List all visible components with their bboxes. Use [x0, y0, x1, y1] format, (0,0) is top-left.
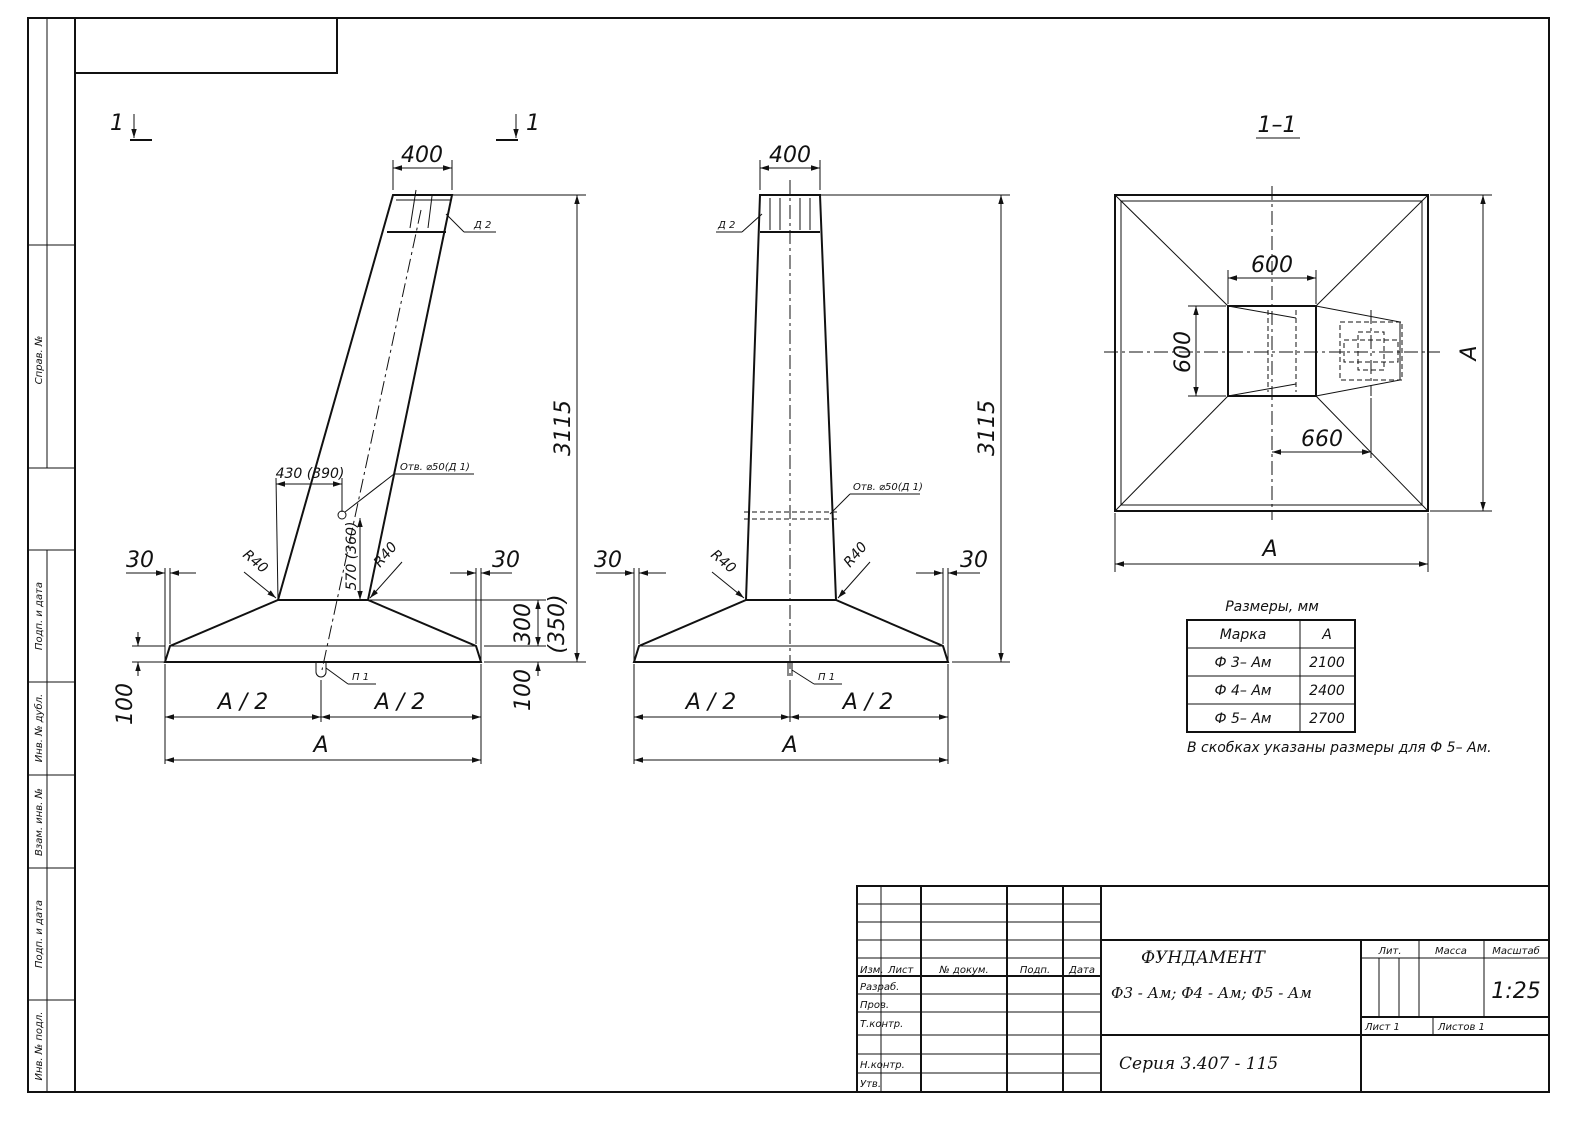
mid-d2-label: Д 2 — [717, 220, 735, 231]
label-podp-data-2: Подп. и дата — [34, 900, 45, 968]
sheet-frame — [27, 17, 1550, 1093]
sizes-table-caption: Размеры, мм — [1225, 599, 1319, 615]
left-dim-margin-left: 30 — [126, 548, 154, 573]
view-section: 1–1 600 600 660 — [1104, 113, 1492, 572]
mid-dim-margin-right: 30 — [960, 548, 988, 573]
label-vzam-inv: Взам. инв. № — [34, 788, 45, 856]
tb-col-list: Лист — [887, 965, 915, 976]
left-dim-height: 3115 — [551, 400, 576, 456]
label-sprav-no: Справ. № — [34, 336, 45, 385]
left-dim-half-left: A / 2 — [216, 690, 268, 715]
sizes-table-note: В скобках указаны размеры для Ф 5– Ам. — [1187, 740, 1492, 756]
tb-scale: 1:25 — [1491, 979, 1540, 1004]
mid-dim-total: A — [780, 733, 797, 758]
left-dim-slope-height-alt: (350) — [545, 594, 570, 653]
left-p1-label: П 1 — [352, 672, 369, 683]
mid-column — [744, 194, 838, 601]
mid-dim-height: 3115 — [975, 400, 1000, 456]
mid-dim-top-width: 400 — [769, 143, 811, 168]
sizes-table-cell: 2100 — [1309, 655, 1345, 671]
tb-lit-label: Лит. — [1377, 946, 1401, 957]
left-dim-total: A — [311, 733, 328, 758]
mid-dim-half-right: A / 2 — [841, 690, 893, 715]
tb-row-tkontr: Т.контр. — [860, 1019, 903, 1030]
tb-massa-label: Масса — [1435, 946, 1467, 957]
section-dim-600-top: 600 — [1251, 253, 1293, 278]
label-inv-dubl: Инв. № дубл. — [33, 694, 45, 762]
tb-row-prov: Пров. — [860, 1000, 889, 1011]
sizes-table-cell: Ф 4– Ам — [1215, 683, 1272, 699]
section-dim-600-left: 600 — [1171, 331, 1196, 373]
sizes-table-header-mark: Марка — [1220, 627, 1267, 643]
left-column — [276, 194, 454, 601]
left-dim-offset: 430 (390) — [276, 466, 345, 482]
tb-series: Серия 3.407 - 115 — [1119, 1054, 1278, 1074]
section-dim-a-right: A — [1457, 345, 1482, 362]
section-view-title: 1–1 — [1258, 113, 1297, 138]
tb-row-nkontr: Н.контр. — [860, 1060, 905, 1071]
section-mark-right: 1 — [496, 111, 540, 141]
sizes-table-cell: 2700 — [1309, 711, 1345, 727]
sizes-table-cell: Ф 5– Ам — [1215, 711, 1272, 727]
title-block: Изм. Лист № докум. Подп. Дата Разраб. Пр… — [856, 885, 1550, 1093]
tb-listov: Листов 1 — [1437, 1022, 1485, 1033]
left-dim-base-right: 100 — [511, 669, 536, 711]
sizes-table: Размеры, мм Марка A Ф 3– Ам 2100 Ф 4– Ам… — [1186, 599, 1492, 756]
mid-hole-label: Отв. ⌀50(Д 1) — [853, 482, 923, 493]
left-dim-hole-height: 570 (360) — [344, 522, 360, 591]
section-mark-left: 1 — [110, 111, 152, 141]
left-hole-label: Отв. ⌀50(Д 1) — [400, 462, 470, 473]
tb-marks: Ф3 - Ам; Ф4 - Ам; Ф5 - Ам — [1111, 984, 1312, 1002]
tb-col-dokum: № докум. — [938, 965, 988, 976]
left-dim-slope-height: 300 — [511, 603, 536, 645]
mid-dim-margin-left: 30 — [594, 548, 622, 573]
left-dim-top-width: 400 — [401, 143, 443, 168]
mid-base-slab — [632, 599, 950, 663]
section-mark-left-label: 1 — [110, 111, 124, 136]
tb-row-razrab: Разраб. — [860, 981, 899, 993]
label-podp-data-1: Подп. и дата — [34, 582, 45, 650]
tb-masshtab-label: Масштаб — [1492, 945, 1540, 957]
left-base-slab — [163, 599, 483, 663]
mid-dim-half-left: A / 2 — [684, 690, 736, 715]
left-dim-base-left: 100 — [113, 683, 138, 725]
sizes-table-header-a: A — [1321, 627, 1332, 643]
section-dim-660: 660 — [1301, 427, 1343, 452]
tb-name: ФУНДАМЕНТ — [1141, 948, 1267, 968]
mid-p1-label: П 1 — [818, 672, 835, 683]
left-d2-label: Д 2 — [473, 220, 491, 231]
view-left: 400 Д 2 3115 430 (390) Отв. ⌀50(Д 1) 570… — [113, 143, 586, 764]
sizes-table-cell: 2400 — [1309, 683, 1345, 699]
tb-col-data: Дата — [1068, 965, 1095, 976]
tb-col-podp: Подп. — [1020, 965, 1050, 976]
section-dim-a-bottom: A — [1260, 537, 1277, 562]
section-mark-right-label: 1 — [526, 111, 540, 136]
label-inv-podl: Инв. № подл. — [34, 1012, 45, 1081]
tb-col-izm: Изм. — [860, 965, 884, 976]
sizes-table-cell: Ф 3– Ам — [1215, 655, 1272, 671]
view-middle: 400 Д 2 3115 Отв. ⌀50(Д 1) R40 R40 30 30 — [594, 143, 1010, 764]
left-dim-half-right: A / 2 — [373, 690, 425, 715]
tb-row-utv: Утв. — [860, 1079, 881, 1090]
left-dim-margin-right: 30 — [492, 548, 520, 573]
tb-list: Лист 1 — [1364, 1022, 1400, 1033]
